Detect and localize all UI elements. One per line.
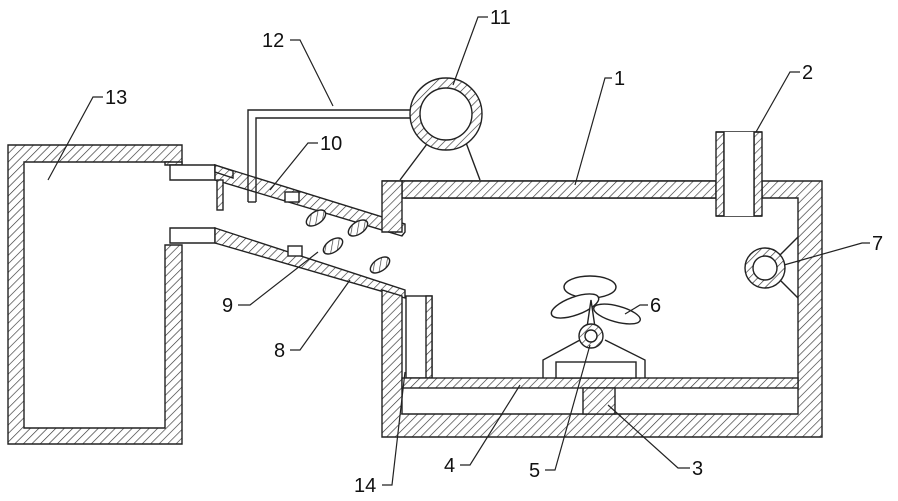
nozzle-lower — [288, 246, 302, 256]
label-3: 3 — [692, 458, 703, 480]
label-2: 2 — [802, 62, 813, 84]
label-8: 8 — [274, 340, 285, 362]
shelf — [402, 378, 798, 388]
label-7: 7 — [872, 233, 883, 255]
label-10: 10 — [320, 133, 342, 155]
lower-inlet-pipe — [170, 228, 405, 298]
label-12: 12 — [262, 30, 284, 52]
label-4: 4 — [444, 455, 455, 477]
label-5: 5 — [529, 460, 540, 482]
label-11: 11 — [490, 7, 511, 29]
support-block — [583, 388, 615, 414]
label-14: 14 — [354, 475, 376, 497]
pump — [400, 78, 482, 180]
filter-plate — [406, 296, 432, 378]
label-9: 9 — [222, 295, 233, 317]
outlet-port — [716, 132, 762, 216]
nozzle-upper — [285, 192, 299, 202]
label-6: 6 — [650, 295, 661, 317]
label-1: 1 — [614, 68, 625, 90]
reservoir-tank — [8, 145, 182, 444]
side-fan — [745, 237, 798, 298]
label-13: 13 — [105, 87, 127, 109]
valve-stub — [217, 180, 223, 210]
